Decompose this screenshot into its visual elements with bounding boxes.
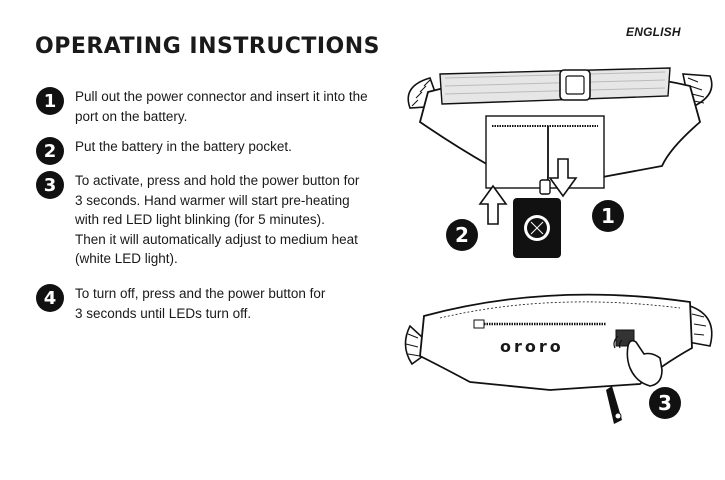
brand-logo: ororo bbox=[500, 337, 564, 356]
step-line: To activate, press and hold the power bu… bbox=[75, 173, 360, 188]
step-text: To turn off, press and the power button … bbox=[75, 284, 395, 323]
step-number-badge: 1 bbox=[36, 87, 64, 115]
step-line: 3 seconds until LEDs turn off. bbox=[75, 305, 252, 321]
step-number-badge: 3 bbox=[36, 171, 64, 199]
step-line: Then it will automatically adjust to med… bbox=[75, 231, 358, 247]
hand-warmer-battery-illustration bbox=[407, 67, 713, 258]
step-text: Pull out the power connector and insert … bbox=[75, 87, 395, 126]
step-number-badge: 4 bbox=[36, 284, 64, 312]
step-line: Put the battery in the battery pocket. bbox=[75, 139, 292, 154]
step-text: Put the battery in the battery pocket. bbox=[75, 137, 395, 157]
step-line: (white LED light). bbox=[75, 251, 178, 266]
step-number-badge: 2 bbox=[36, 137, 64, 165]
step-text: To activate, press and hold the power bu… bbox=[75, 171, 395, 269]
page-title: OPERATING INSTRUCTIONS bbox=[35, 34, 380, 59]
hand-warmer-activation-illustration bbox=[404, 293, 713, 424]
illustration-step-badge: 1 bbox=[592, 200, 624, 232]
step-line: 3 seconds. Hand warmer will start pre-he… bbox=[75, 192, 350, 208]
step-line: with red LED light blinking (for 5 minut… bbox=[75, 212, 325, 227]
language-label: ENGLISH bbox=[626, 25, 681, 39]
illustration-step-badge: 2 bbox=[446, 219, 478, 251]
step-line: port on the battery. bbox=[75, 108, 188, 124]
step-line: To turn off, press and the power button … bbox=[75, 286, 326, 301]
step-line: Pull out the power connector and insert … bbox=[75, 89, 368, 104]
illustration-step-badge: 3 bbox=[649, 387, 681, 419]
